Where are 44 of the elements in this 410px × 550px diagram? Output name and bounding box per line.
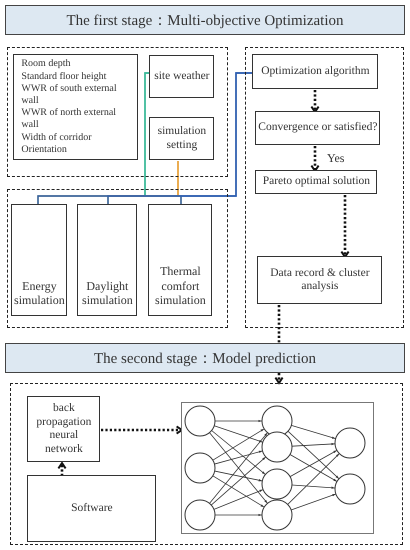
dotted-arrow	[310, 146, 320, 172]
process-box	[27, 475, 156, 542]
parameter-item: Standard floor height	[21, 70, 108, 83]
node-label: Thermal comfort simulation	[154, 264, 207, 308]
dotted-arrow	[274, 373, 284, 384]
process-box	[252, 54, 378, 90]
dashed-group	[7, 189, 228, 328]
stage-title: The second stage：Model prediction	[94, 350, 316, 368]
parameter-item: WWR of north external wall	[21, 107, 118, 132]
node-label: Pareto optimal solution	[262, 175, 370, 190]
process-box	[149, 117, 214, 160]
simulation-box	[148, 204, 212, 316]
node-label: Software	[71, 502, 113, 516]
connector-line	[180, 72, 253, 205]
dashed-group	[245, 47, 404, 328]
stage-banner	[5, 5, 405, 35]
parameter-item: WWR of south external wall	[21, 82, 118, 108]
dotted-arrow	[101, 425, 183, 435]
node-label: site weather	[154, 70, 210, 84]
stage-banner	[5, 343, 405, 373]
dotted-arrow	[57, 462, 67, 476]
parameter-item: Orientation	[21, 144, 68, 156]
process-box	[149, 55, 214, 98]
node-label: back propagation neural network	[35, 402, 92, 457]
simulation-box	[11, 204, 68, 316]
stage-title: The first stage：Multi-objective Optimization	[66, 12, 344, 30]
dotted-arrow	[310, 90, 320, 113]
node-label: Optimization algorithm	[261, 64, 370, 79]
dotted-arrow	[340, 195, 350, 258]
process-box	[257, 256, 382, 304]
node-label: Data record & cluster analysis	[269, 266, 371, 294]
parameter-item: Room depth	[21, 58, 72, 71]
decision-box	[255, 111, 380, 146]
parameter-box	[13, 54, 138, 160]
process-box	[27, 396, 100, 462]
dashed-group	[10, 383, 403, 545]
node-label: Energy simulation	[13, 278, 66, 308]
simulation-box	[77, 204, 138, 316]
dashed-group	[7, 47, 228, 177]
parameter-item: Width of corridor	[21, 132, 93, 144]
process-box	[255, 170, 378, 194]
node-label: Convergence or satisfied?	[258, 121, 378, 136]
node-label: Daylight simulation	[81, 278, 134, 308]
node-label: simulation setting	[156, 125, 208, 153]
